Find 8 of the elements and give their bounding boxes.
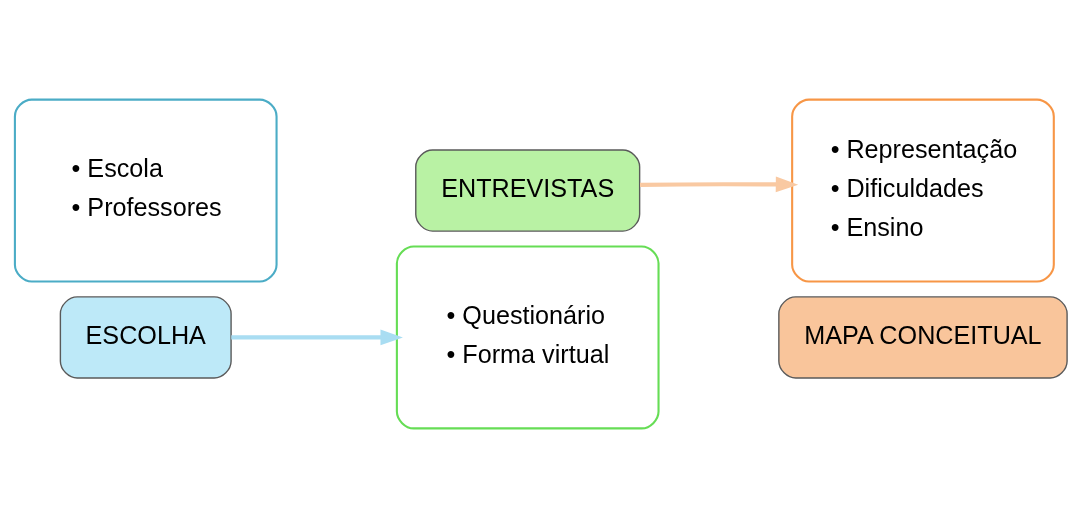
- arrow: [231, 329, 403, 346]
- node-box: ESCOLHA: [59, 296, 232, 379]
- node-box: • Questionário • Forma virtual: [395, 245, 660, 430]
- node-box: • Representação • Dificuldades • Ensino: [791, 98, 1055, 283]
- arrow: [640, 176, 799, 193]
- node-box: MAPA CONCEITUAL: [778, 296, 1068, 379]
- node-box: • Escola • Professores: [13, 98, 278, 283]
- node-box: ENTREVISTAS: [415, 149, 641, 232]
